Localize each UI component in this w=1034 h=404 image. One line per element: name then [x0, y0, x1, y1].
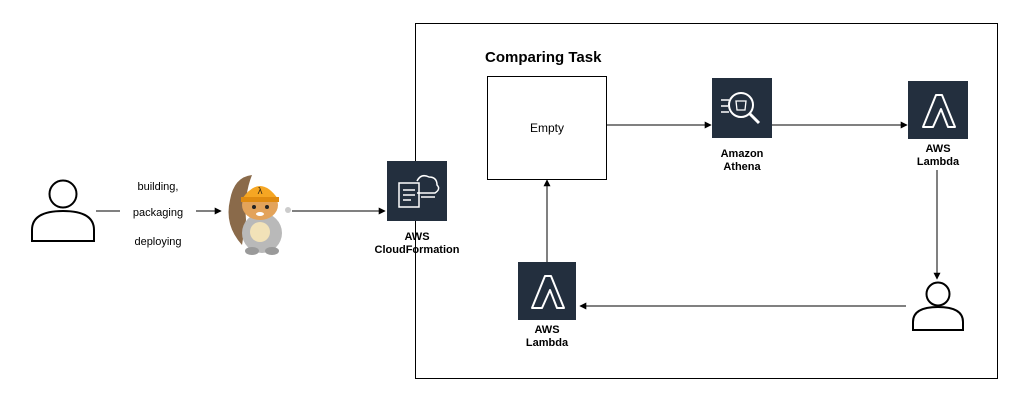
- lambda-bottom-label-line-1: AWS: [534, 324, 560, 336]
- user-left: [30, 178, 96, 244]
- lambda-bottom-label-line-2: Lambda: [525, 337, 569, 349]
- cloudformation-node: [387, 161, 447, 221]
- container-title: Comparing Task: [485, 49, 602, 66]
- lambda-bottom-label: AWS Lambda: [502, 324, 592, 350]
- sam-mascot: λ: [222, 165, 294, 257]
- svg-text:λ: λ: [257, 187, 263, 197]
- empty-box: Empty: [487, 76, 607, 180]
- lambda-icon: [531, 275, 565, 309]
- athena-label: Amazon Athena: [697, 148, 787, 174]
- lambda-right-label: AWS Lambda: [893, 143, 983, 169]
- lambda-right-label-line-1: AWS: [925, 143, 951, 155]
- flow-label-deploying: deploying: [134, 236, 182, 248]
- athena-label-line-1: Amazon: [720, 148, 764, 160]
- user-icon: [31, 179, 95, 242]
- user-icon: [912, 281, 964, 331]
- flow-label-packaging: packaging: [120, 207, 196, 220]
- lambda-right-label-line-2: Lambda: [916, 156, 960, 168]
- flow-label-building: building,: [137, 181, 179, 193]
- cloudformation-label: AWS CloudFormation: [372, 231, 462, 257]
- athena-label-line-2: Athena: [723, 161, 761, 173]
- lambda-bottom-node: [518, 262, 576, 320]
- squirrel-mascot-icon: λ: [228, 175, 291, 255]
- lambda-icon: [922, 94, 956, 128]
- user-right: [910, 280, 966, 332]
- cloudformation-label-line-2: CloudFormation: [374, 244, 460, 256]
- empty-box-label: Empty: [529, 121, 564, 135]
- cloudformation-label-line-1: AWS: [404, 231, 430, 243]
- cloudformation-icon: [398, 174, 440, 208]
- athena-icon: [721, 92, 761, 125]
- athena-node: [712, 78, 772, 138]
- lambda-right-node: [908, 81, 968, 139]
